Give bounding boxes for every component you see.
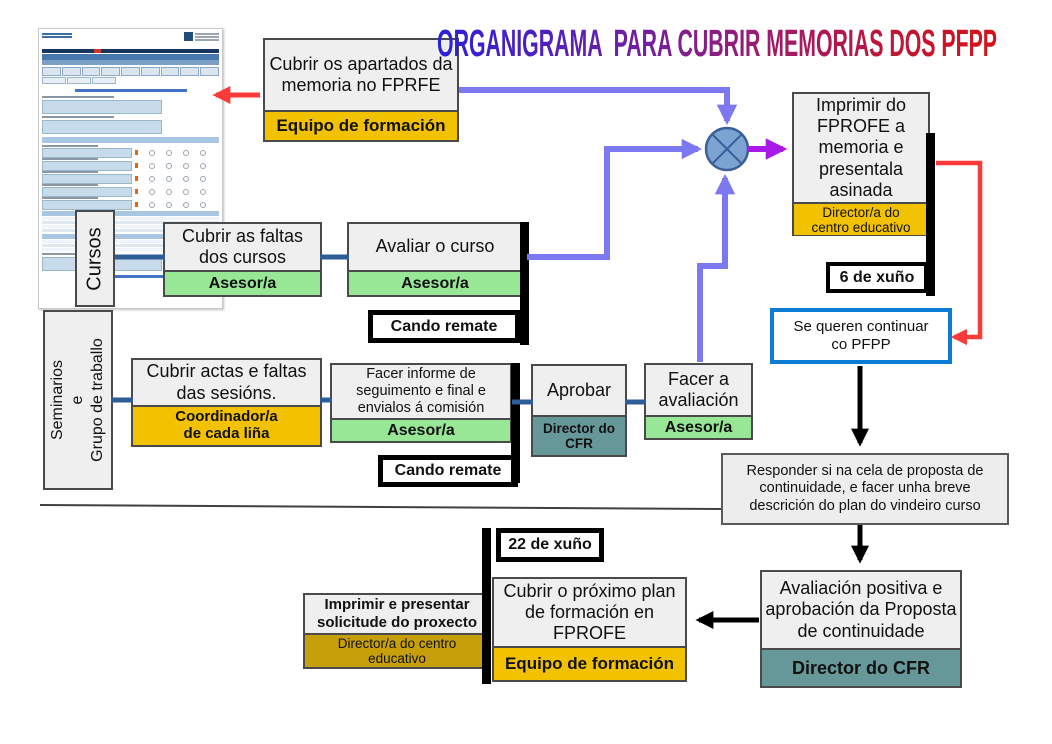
arrow-avaliacion-to-junction (697, 173, 736, 362)
step-label: Imprimir e presentar solicitude do proxe… (316, 596, 478, 631)
step-cubrir-proximo-plan: Cubrir o próximo plan de formación en FP… (492, 577, 687, 682)
step-facer-informe: Facer informe de seguimento e final e en… (330, 363, 512, 443)
step-avaliar-curso: Avaliar o curso Asesor/a (347, 222, 523, 297)
role-band-asesor: Asesor/a (349, 270, 521, 295)
role-band-asesor: Asesor/a (332, 418, 510, 441)
decision-se-queren: Se queren continuar co PFPP (770, 308, 952, 364)
role-band-asesor: Asesor/a (646, 415, 751, 438)
milestone-cando-remate-seminarios: Cando remate (378, 455, 518, 487)
step-label: Facer a avaliación (658, 368, 739, 410)
thumbnail-menubar (42, 54, 219, 65)
step-label: Cubrir os apartados da memoria no FPRFE (269, 53, 453, 95)
role-band-equipo-formacion: Equipo de formación (265, 110, 457, 140)
step-label: Aprobar (546, 379, 612, 400)
step-label: Cubrir as faltas dos cursos (181, 225, 304, 267)
junction-node (704, 126, 750, 172)
step-facer-avaliacion: Facer a avaliación Asesor/a (644, 363, 753, 440)
step-label: Cubrir actas e faltas das sesións. (146, 361, 307, 403)
role-band-director-centro: Director/a do centro educativo (794, 202, 928, 236)
thumbnail-table (42, 234, 219, 251)
thumbnail-tabs (42, 67, 220, 76)
arrow-apartados-to-junction (459, 87, 738, 126)
note-label: Responder si na cela de proposta de cont… (746, 463, 984, 514)
step-label: Avaliar o curso (375, 236, 495, 257)
milestone-6-xuno: 6 de xuño (826, 262, 928, 293)
arrow-avaliar-to-junction (527, 138, 703, 260)
thumbnail-header (42, 32, 219, 48)
step-cubrir-faltas: Cubrir as faltas dos cursos Asesor/a (163, 222, 322, 297)
step-imprimir-solicitude: Imprimir e presentar solicitude do proxe… (303, 593, 491, 669)
thumbnail-table (42, 211, 219, 232)
step-label: Facer informe de seguimento e final e en… (356, 366, 486, 417)
page-title: ORGANIGRAMA PARA CUBRIR MEMORIAS DOS PFP… (437, 23, 997, 65)
step-label: Imprimir do FPROFE a memoria e presental… (815, 95, 906, 200)
step-label: Avaliación positiva e aprobación da Prop… (765, 578, 957, 641)
thumbnail-form-title (74, 89, 187, 92)
step-cubrir-apartados: Cubrir os apartados da memoria no FPRFE … (263, 38, 459, 142)
fprofe-form-thumbnail (38, 28, 223, 309)
role-band-director-cfr: Director do CFR (762, 648, 960, 686)
note-responder: Responder si na cela de proposta de cont… (721, 453, 1009, 525)
connector-responder-left (39, 504, 722, 510)
lane-cursos: Cursos (75, 210, 115, 307)
step-imprimir-memoria: Imprimir do FPROFE a memoria e presental… (792, 92, 930, 236)
role-band-equipo-formacion: Equipo de formación (494, 646, 685, 680)
lane-seminarios-grupo: Seminarios e Grupo de traballo (43, 310, 113, 490)
step-avaliacion-positiva: Avaliación positiva e aprobación da Prop… (760, 570, 962, 688)
xunta-logo (184, 32, 219, 48)
step-aprobar: Aprobar Director do CFR (531, 364, 627, 457)
step-label: Cubrir o próximo plan de formación en FP… (503, 580, 676, 644)
decision-label: Se queren continuar co PFPP (793, 318, 929, 353)
role-band-asesor: Asesor/a (165, 270, 320, 295)
role-band-director-cfr: Director do CFR (533, 415, 625, 455)
milestone-22-xuno: 22 de xuño (496, 528, 604, 562)
milestone-cando-remate-cursos: Cando remate (368, 310, 520, 343)
page-title-text: ORGANIGRAMA PARA CUBRIR MEMORIAS DOS PFP… (437, 23, 997, 65)
lane-label: Cursos (83, 226, 106, 291)
step-cubrir-actas: Cubrir actas e faltas das sesións. Coord… (131, 358, 322, 447)
lane-label: Seminarios e Grupo de traballo (49, 338, 106, 462)
role-band-director-centro: Director/a do centro educativo (305, 633, 489, 667)
role-band-coordinador: Coordinador/a de cada liña (133, 405, 320, 445)
